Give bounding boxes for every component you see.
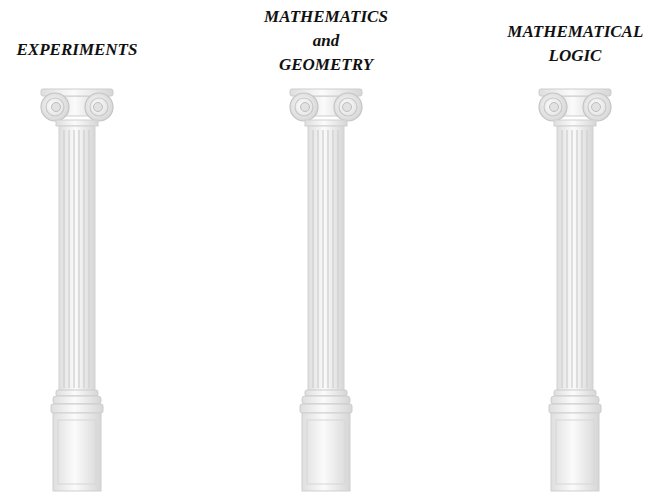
ionic-column [41,89,113,491]
pillar-label: MATHEMATICS and GEOMETRY [264,5,388,77]
pillar-label: MATHEMATICAL LOGIC [507,20,642,68]
ionic-column [290,89,362,491]
ionic-column [539,89,611,491]
pillar-label: EXPERIMENTS [17,38,138,62]
